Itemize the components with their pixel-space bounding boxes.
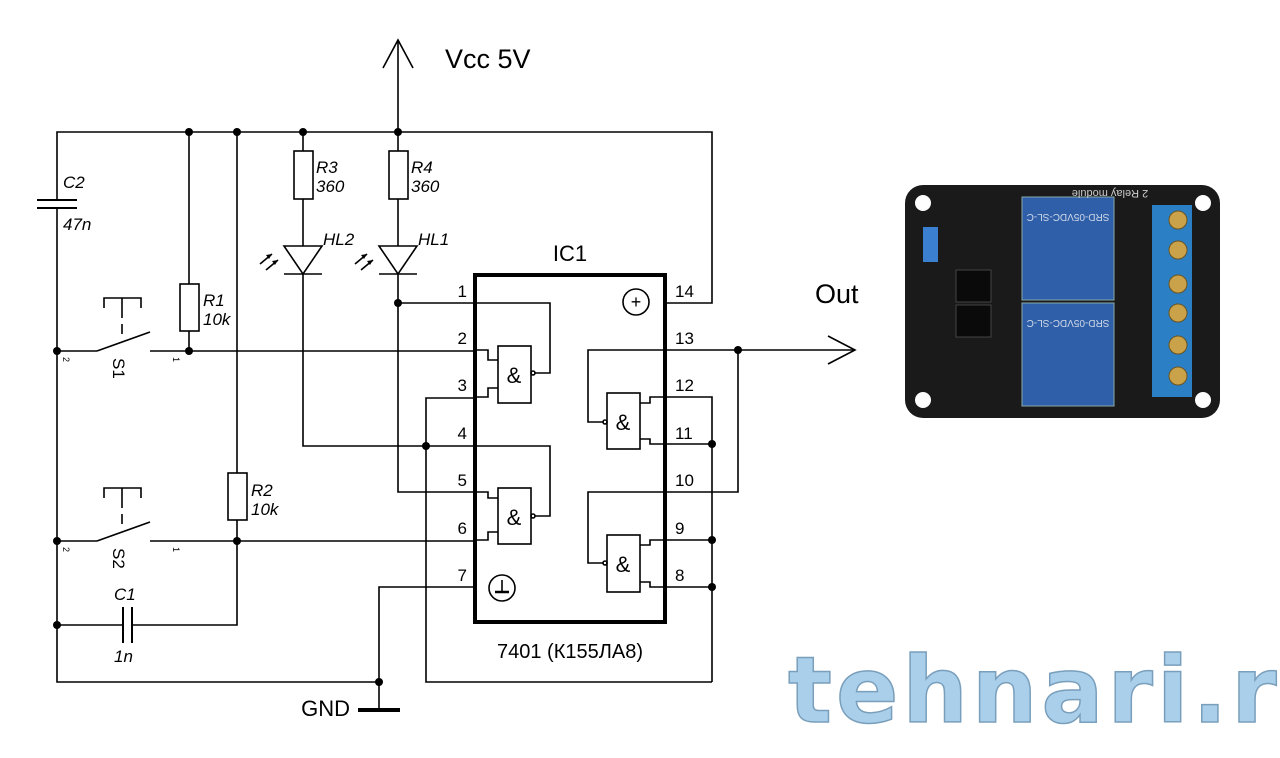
svg-text:10: 10 bbox=[675, 471, 694, 490]
ic-name: IC1 bbox=[553, 241, 587, 266]
vcc-pin-symbol-icon bbox=[622, 288, 650, 316]
pin-numbers-left: 1 2 3 4 5 6 7 bbox=[458, 282, 467, 585]
svg-text:11: 11 bbox=[675, 424, 693, 443]
svg-text:2: 2 bbox=[61, 357, 71, 362]
svg-text:&: & bbox=[616, 410, 631, 435]
gnd-label: GND bbox=[301, 696, 350, 721]
resistor-r4: R4 360 bbox=[388, 150, 440, 200]
svg-text:C2: C2 bbox=[63, 173, 85, 192]
svg-text:1: 1 bbox=[458, 282, 467, 301]
pin-numbers-right: 14 13 12 11 10 9 8 bbox=[675, 282, 694, 585]
svg-text:&: & bbox=[507, 363, 522, 388]
resistor-r1: R1 10k bbox=[179, 283, 232, 332]
svg-text:1n: 1n bbox=[114, 647, 133, 666]
resistor-r3: R3 360 bbox=[293, 150, 345, 200]
pin7-wire bbox=[378, 586, 475, 682]
svg-text:5: 5 bbox=[458, 471, 467, 490]
svg-text:2: 2 bbox=[61, 547, 71, 552]
svg-text:8: 8 bbox=[675, 566, 684, 585]
left-rail bbox=[56, 208, 379, 683]
svg-text:14: 14 bbox=[675, 282, 694, 301]
svg-text:&: & bbox=[616, 552, 631, 577]
capacitor-c1: C1 1n bbox=[114, 585, 136, 666]
svg-text:3: 3 bbox=[458, 376, 467, 395]
nand-gate-3: & bbox=[602, 392, 641, 450]
watermark-logo: tehnari.ru bbox=[788, 637, 1280, 744]
resistor-r2: R2 10k bbox=[227, 472, 280, 521]
junction-dots bbox=[53, 128, 742, 686]
svg-text:HL2: HL2 bbox=[323, 230, 355, 249]
wires bbox=[56, 40, 855, 710]
switch-s1[interactable]: S1 2 1 bbox=[61, 297, 181, 379]
svg-text:10k: 10k bbox=[251, 500, 280, 519]
led-hl2: HL2 bbox=[259, 230, 355, 276]
svg-text:+: + bbox=[631, 292, 642, 312]
svg-text:10k: 10k bbox=[203, 310, 232, 329]
svg-text:12: 12 bbox=[675, 376, 694, 395]
svg-text:1: 1 bbox=[171, 357, 181, 362]
svg-text:360: 360 bbox=[316, 177, 345, 196]
out-label: Out bbox=[815, 279, 859, 309]
switch-s2[interactable]: S2 2 1 bbox=[61, 487, 181, 569]
svg-text:S2: S2 bbox=[109, 548, 128, 569]
svg-text:4: 4 bbox=[458, 424, 467, 443]
ground-pin-symbol-icon bbox=[488, 574, 516, 602]
svg-text:R2: R2 bbox=[251, 481, 273, 500]
vcc-arrow-icon bbox=[382, 38, 414, 69]
svg-text:2: 2 bbox=[458, 329, 467, 348]
ic-part-number: 7401 (К155ЛА8) bbox=[497, 641, 643, 663]
svg-text:SRD-05VDC-SL-C: SRD-05VDC-SL-C bbox=[1027, 317, 1110, 328]
svg-text:6: 6 bbox=[458, 519, 467, 538]
top-rail bbox=[56, 131, 713, 304]
svg-text:R1: R1 bbox=[203, 291, 225, 310]
svg-text:360: 360 bbox=[411, 177, 440, 196]
svg-text:9: 9 bbox=[675, 519, 684, 538]
nand-gate-2: & bbox=[497, 487, 536, 545]
ic1-chip: IC1 7401 (К155ЛА8) + & & & & 1 2 3 4 5 6… bbox=[458, 241, 694, 663]
svg-text:SRD-05VDC-SL-C: SRD-05VDC-SL-C bbox=[1027, 211, 1110, 222]
svg-text:7: 7 bbox=[458, 566, 467, 585]
svg-text:HL1: HL1 bbox=[418, 230, 449, 249]
svg-text:13: 13 bbox=[675, 329, 694, 348]
svg-text:&: & bbox=[507, 505, 522, 530]
svg-text:C1: C1 bbox=[114, 585, 136, 604]
svg-text:47n: 47n bbox=[63, 215, 91, 234]
vcc-label: Vcc 5V bbox=[445, 44, 531, 74]
led-hl1: HL1 bbox=[354, 230, 449, 276]
svg-text:S1: S1 bbox=[109, 358, 128, 379]
svg-text:R4: R4 bbox=[411, 158, 433, 177]
nand-gate-1: & bbox=[497, 345, 536, 404]
svg-text:2 Relay module: 2 Relay module bbox=[1072, 187, 1148, 199]
svg-text:R3: R3 bbox=[316, 158, 338, 177]
capacitor-c2: C2 47n bbox=[37, 173, 91, 234]
svg-text:1: 1 bbox=[171, 547, 181, 552]
nand-gate-4: & bbox=[602, 534, 641, 593]
relay-module-image: SRD-05VDC-SL-C SRD-05VDC-SL-C 2 Relay mo… bbox=[905, 185, 1220, 418]
output-arrow-icon bbox=[827, 335, 857, 365]
